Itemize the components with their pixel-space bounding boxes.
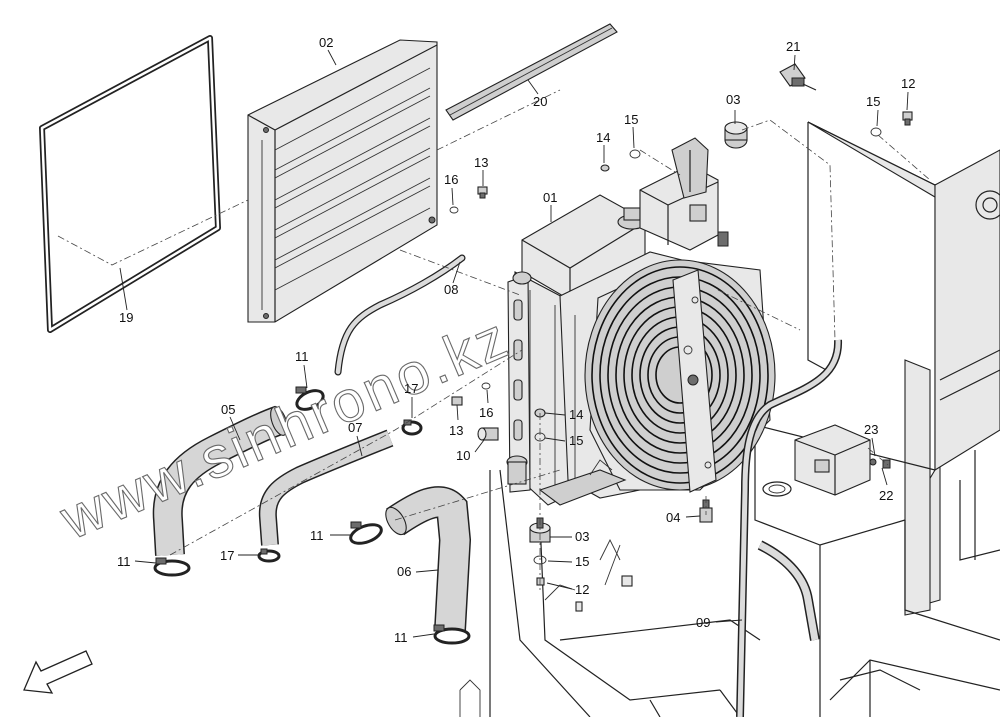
label-16-top: 16: [444, 172, 458, 187]
label-12-bottom: 12: [575, 582, 589, 597]
label-19: 19: [119, 310, 133, 325]
label-15-right: 15: [866, 94, 880, 109]
label-leader-lines: [119, 49, 909, 638]
rubber-mount-03-top: [724, 121, 748, 149]
label-15-bottom: 15: [575, 554, 589, 569]
hose-clamp-17-lower: [257, 548, 281, 563]
label-13-mid: 13: [449, 423, 463, 438]
hose-09: [736, 339, 843, 718]
hose-clamp-17-upper: [401, 419, 423, 436]
label-11-left: 11: [117, 554, 131, 569]
label-20: 20: [533, 94, 547, 109]
washer-14-top: [600, 164, 610, 172]
label-10: 10: [456, 448, 470, 463]
machine-frame: [459, 121, 1000, 718]
washer-15-top: [629, 149, 641, 159]
label-11-mid: 11: [310, 528, 324, 543]
washer-16-mid: [481, 382, 491, 390]
label-02: 02: [319, 35, 333, 50]
hose-clamp-11-left: [153, 557, 191, 577]
label-09: 09: [696, 615, 710, 630]
valve-unit-22: [762, 424, 877, 497]
label-14-top: 14: [596, 130, 610, 145]
radiator-assembly-01: [506, 137, 776, 506]
part-number-labels: 19 02 20 21 03 15 12 15 14 13 16 01 08 1…: [117, 35, 915, 645]
screw-12-bottom: [536, 577, 545, 586]
label-11-upper: 11: [295, 349, 309, 364]
label-03-bottom: 03: [575, 529, 589, 544]
screw-13-top: [477, 186, 488, 199]
small-fitting-23: [882, 459, 891, 469]
label-21: 21: [786, 39, 800, 54]
fitting-10: [477, 427, 499, 441]
hose-06: [385, 486, 472, 631]
label-05: 05: [221, 402, 235, 417]
direction-arrow-icon: [23, 650, 93, 694]
label-03-top: 03: [726, 92, 740, 107]
label-06: 06: [397, 564, 411, 579]
sealing-frame-19: [39, 35, 221, 333]
label-08: 08: [444, 282, 458, 297]
label-13-top: 13: [474, 155, 488, 170]
label-15-mid: 15: [569, 433, 583, 448]
assembly-center-lines: [57, 89, 931, 590]
label-14-mid: 14: [569, 407, 583, 422]
label-15-top: 15: [624, 112, 638, 127]
label-23: 23: [864, 422, 878, 437]
washer-16-top: [449, 206, 459, 214]
hose-05: [152, 405, 288, 556]
hose-clamp-11-upper: [295, 386, 325, 411]
hose-08: [334, 254, 466, 376]
label-16-mid: 16: [479, 405, 493, 420]
label-17-lower: 17: [220, 548, 234, 563]
hose-clamp-11-bottom: [433, 624, 471, 645]
label-07: 07: [348, 420, 362, 435]
label-12-top: 12: [901, 76, 915, 91]
temperature-sensor-21: [779, 63, 817, 91]
screw-13-mid: [451, 396, 463, 406]
washer-15-right: [870, 127, 882, 137]
label-11-bottom: 11: [394, 630, 408, 645]
hose-07: [258, 429, 394, 546]
label-01: 01: [543, 190, 557, 205]
label-17-upper: 17: [404, 381, 418, 396]
louvre-grille-02: [247, 39, 438, 323]
hose-clamp-11-mid: [349, 521, 383, 545]
label-04: 04: [666, 510, 680, 525]
label-22: 22: [879, 488, 893, 503]
rubber-strip-20: [445, 23, 618, 121]
screw-12-top: [902, 111, 913, 126]
